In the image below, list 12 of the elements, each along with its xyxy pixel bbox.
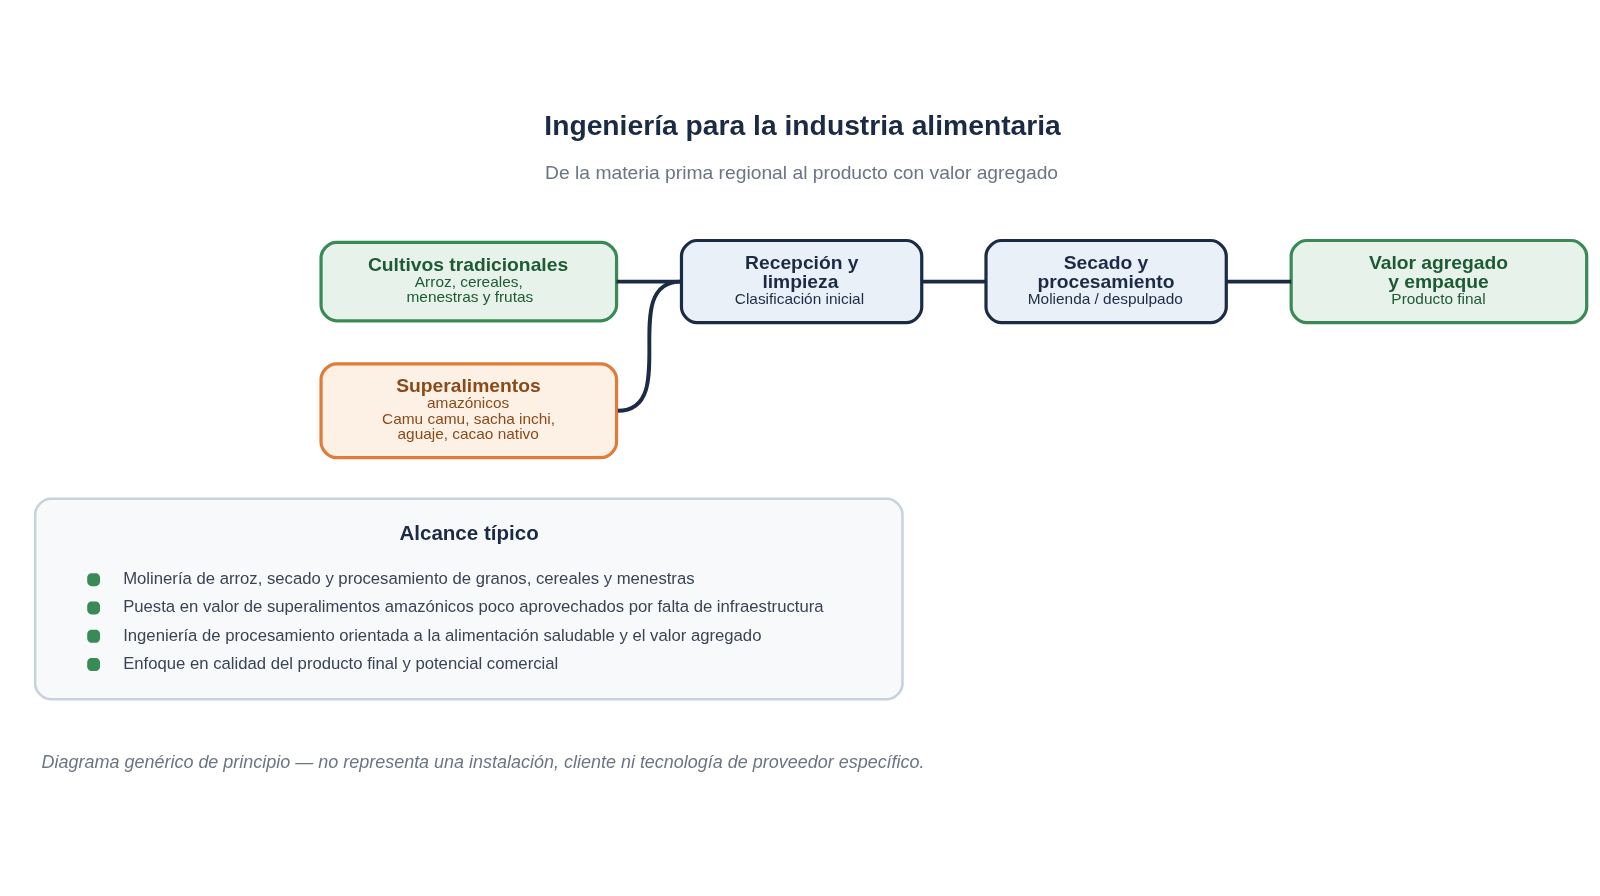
node-box: Superalimentos amazónicos Camu camu, sacha inchi, aguaje, cacao nativo: [319, 362, 619, 460]
connector: [617, 279, 682, 413]
connector: [1226, 279, 1292, 284]
label: De la materia prima regional al producto con valor agregado: [545, 161, 1059, 183]
node-box: Alcance típico Molinería de arroz, secado y procesamiento de granos, cereales y menestras Puesta en valor de superalimentos amazónicos poco aprovechados por falta de infraestructura Ingeniería de procesamiento orientada a la alimentación saludable y el valor agregado Enfoque en calidad del producto final y potencial comercial: [33, 497, 904, 701]
node-box: Cultivos tradicionales Arroz, cereales, menestras y frutas: [319, 240, 619, 323]
node-box: Recepción y limpieza Clasificación inicial: [679, 238, 924, 325]
caption: Diagrama genérico de principio — no representa una instalación, cliente ni tecnología de proveedor específico.: [41, 751, 925, 772]
node-box: Secado y procesamiento Molienda / despulpado: [984, 238, 1228, 325]
node-box: Valor agregado y empaque Producto final: [1289, 238, 1589, 325]
diagram-title: Ingeniería para la industria alimentaria: [544, 108, 1061, 141]
connector: [921, 279, 986, 284]
